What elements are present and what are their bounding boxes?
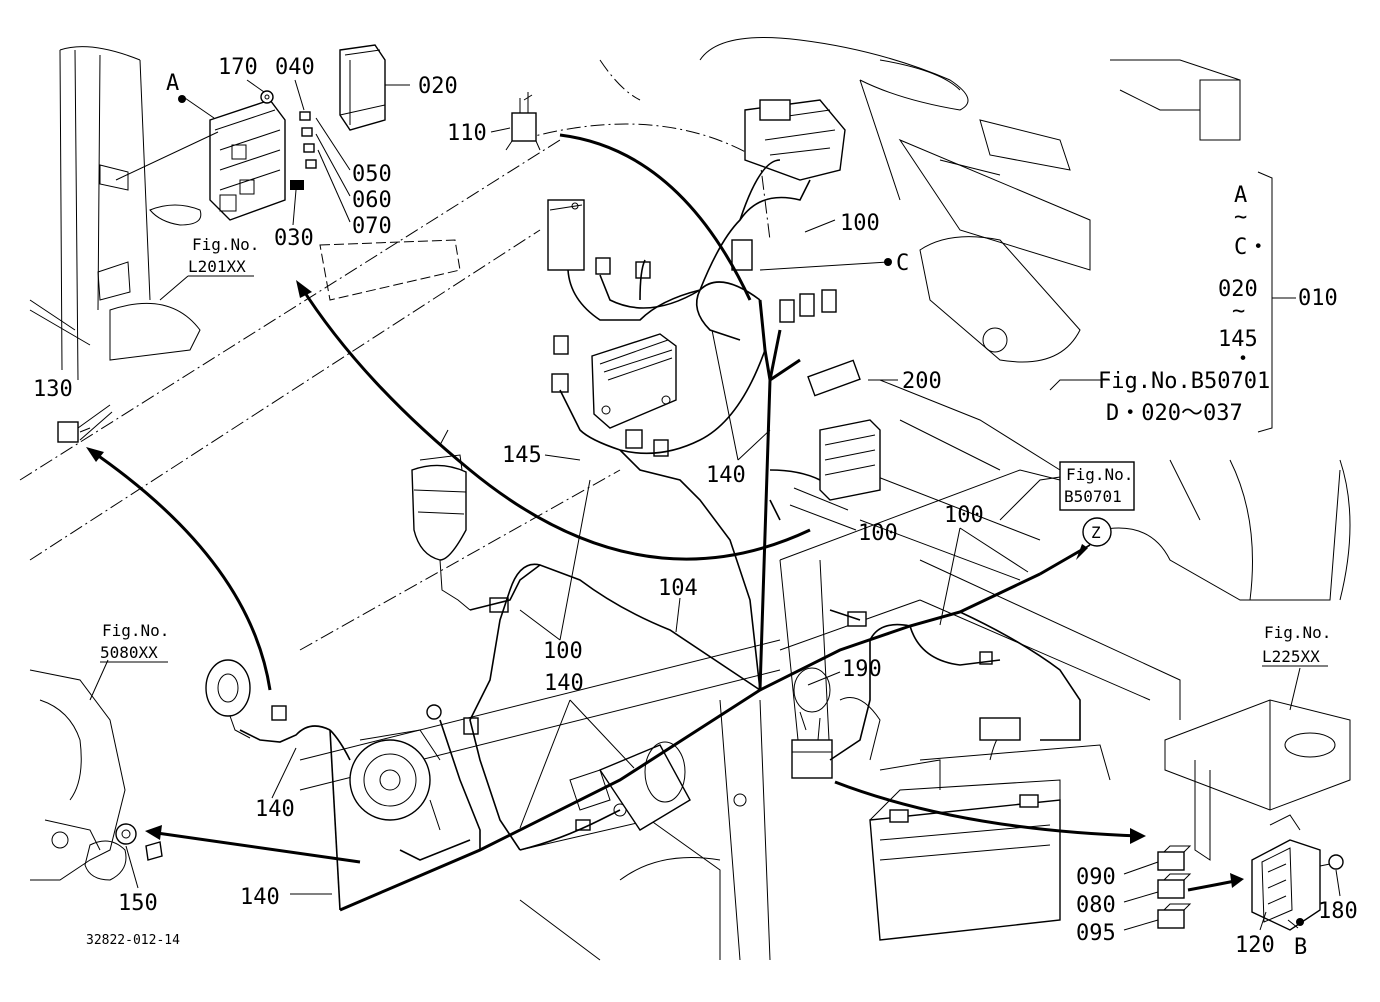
legend-note: A ~ C・ 020 ~ 145 ・ 010 Fig.No.B50701 D・0… [1098,171,1338,433]
fig-ref-b50701-label: Fig.No. [1066,465,1133,484]
legend-020: 020 [1218,277,1258,302]
callout-140-bottom: 140 [240,885,280,910]
relay-110 [505,92,541,151]
callout-150: 150 [118,891,158,916]
callout-145: 145 [502,443,542,468]
legend-145: 145 [1218,327,1258,352]
starter-motor [569,741,691,831]
fuse-relay-box [209,99,286,221]
legend-dot: ・ [1232,347,1254,372]
callout-190: 190 [842,657,882,682]
relay-holder-120 [1251,814,1321,931]
callout-060: 060 [352,188,392,213]
callout-180: 180 [1318,899,1358,924]
callout-140-mid: 140 [706,463,746,488]
callout-100-top: 100 [840,211,880,236]
legend-tilde2: ~ [1232,299,1245,324]
fig-ref-l225-code: L225XX [1262,647,1320,666]
callout-070: 070 [352,214,392,239]
screw-180 [1319,854,1344,870]
fig-ref-5080-code: 5080XX [100,643,158,662]
alternator [349,704,442,831]
figure-references: Fig.No. L201XX Fig.No. B50701 Fig.No. 50… [100,235,1331,667]
callout-100-center: 100 [543,639,583,664]
fig-ref-l225-label: Fig.No. [1264,623,1331,642]
callout-030: 030 [274,226,314,251]
callout-100-right2: 100 [858,521,898,546]
callout-a: A [166,71,179,96]
controller-unit [591,333,677,429]
fig-ref-5080-label: Fig.No. [102,621,169,640]
relay-190 [791,667,833,779]
legend-fig-b50701: Fig.No.B50701 [1098,369,1270,394]
callout-c: C [896,251,909,276]
callout-120: 120 [1235,933,1275,958]
callout-140-left: 140 [255,797,295,822]
fig-ref-l201-label: Fig.No. [192,235,259,254]
callout-b: B [1294,935,1307,960]
callout-040: 040 [275,55,315,80]
background-structure [19,37,1351,961]
reference-arrows [86,133,1244,892]
switch-assembly-top [744,99,846,181]
connector-200 [807,359,881,501]
callout-104: 104 [658,576,698,601]
bolt-170 [260,90,274,104]
callout-140-lower: 140 [544,671,584,696]
callout-b-dot [1296,918,1304,926]
callout-c-dot [884,258,892,266]
battery [869,734,1111,941]
legend-d-range: D・020～037 [1106,401,1243,426]
callout-095: 095 [1076,921,1116,946]
horn [205,659,251,739]
callout-100-right1: 100 [944,503,984,528]
fuses-040-070 [290,111,317,190]
callout-170: 170 [218,55,258,80]
leader-lines [79,79,1341,931]
connector-130 [57,404,113,443]
relays-090-080-095 [1157,845,1192,929]
callout-z-circle [1082,517,1112,547]
harness-connectors [271,239,1021,831]
legend-a: A [1234,183,1247,208]
callout-200: 200 [902,369,942,394]
callout-050: 050 [352,162,392,187]
legend-tilde1: ~ [1234,205,1247,230]
drawing-part-id: 32822-012-14 [86,933,180,948]
callout-110: 110 [447,121,487,146]
legend-010: 010 [1298,286,1338,311]
callout-130: 130 [33,377,73,402]
ground-bolt-150 [115,823,163,861]
callout-080: 080 [1076,893,1116,918]
callout-a-dot [178,95,186,103]
fig-ref-b50701-box [1059,461,1135,511]
callout-z: Z [1091,523,1101,542]
fig-ref-b50701-code: B50701 [1064,487,1122,506]
legend-c: C・ [1234,235,1269,260]
fig-ref-l201-code: L201XX [188,257,246,276]
callout-labels: 170 040 020 A 050 060 070 030 110 100 C … [33,55,1358,960]
callout-090: 090 [1076,865,1116,890]
fuel-filter [411,429,471,611]
callout-020: 020 [418,74,458,99]
control-unit-top [547,199,585,271]
fuse-box-cover-020 [339,44,386,131]
